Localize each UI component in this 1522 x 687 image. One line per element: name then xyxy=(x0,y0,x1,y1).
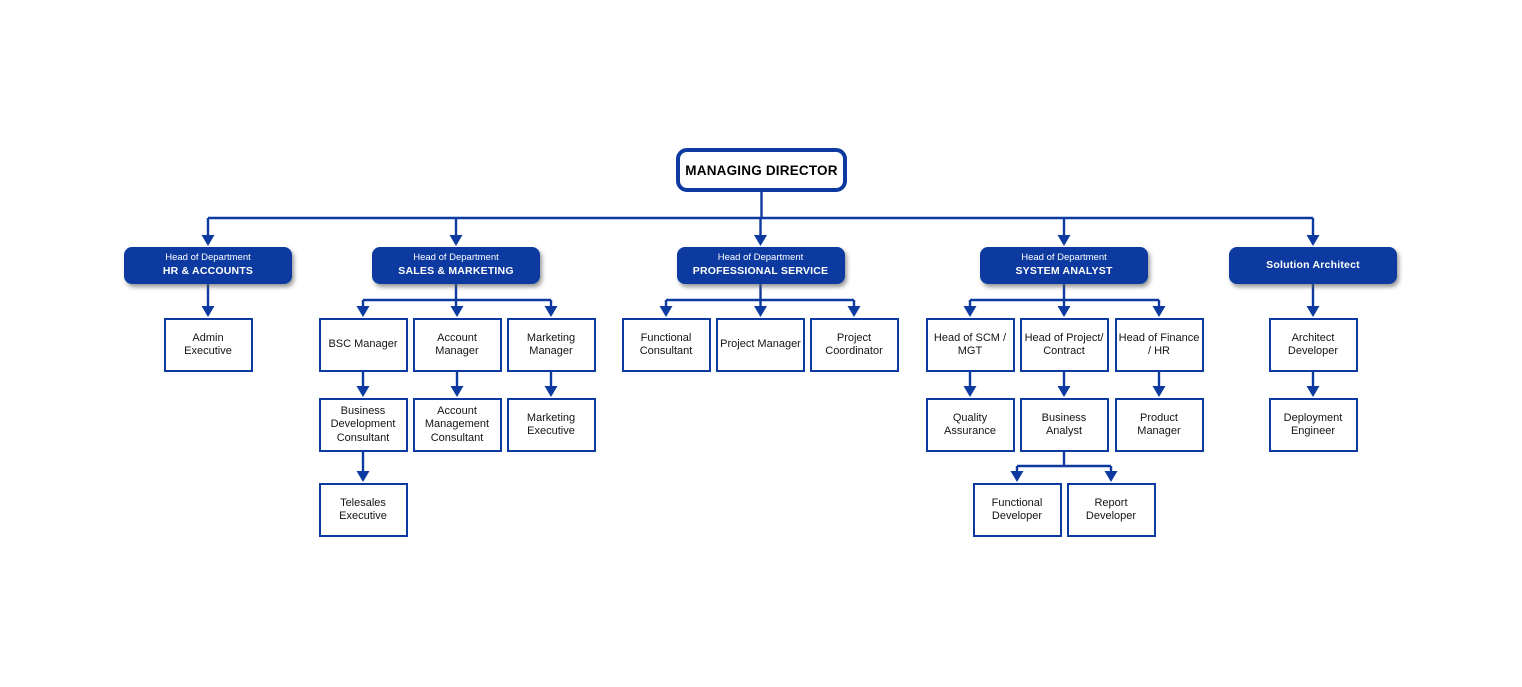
node-quality-assurance: Quality Assurance xyxy=(925,398,1015,452)
dept-title: SALES & MARKETING xyxy=(398,264,514,277)
dept-subtitle: Head of Department xyxy=(717,252,804,264)
node-business-development-consultant: Business Development Consultant xyxy=(318,398,408,452)
node-admin-executive: Admin Executive xyxy=(163,318,253,372)
node-label: Business Analyst xyxy=(1041,411,1087,438)
node-label: Admin Executive xyxy=(184,331,232,358)
dept-subtitle: Head of Department xyxy=(165,252,251,264)
node-head-finance-hr: Head of Finance / HR xyxy=(1114,318,1204,372)
node-label: Head of SCM / MGT xyxy=(933,331,1007,358)
node-managing-director: MANAGING DIRECTOR xyxy=(676,148,847,192)
node-business-analyst: Business Analyst xyxy=(1019,398,1109,452)
node-label: Quality Assurance xyxy=(944,411,996,438)
node-label: Account Manager xyxy=(435,331,479,358)
node-functional-developer: Functional Developer xyxy=(972,483,1062,537)
node-label: Telesales Executive xyxy=(339,496,387,523)
node-label: Project Coordinator xyxy=(825,331,883,358)
node-label: Head of Finance / HR xyxy=(1118,331,1200,358)
node-label: Account Management Consultant xyxy=(424,404,490,444)
node-hod-hr-accounts: Head of Department HR & ACCOUNTS xyxy=(124,247,292,284)
node-marketing-executive: Marketing Executive xyxy=(506,398,596,452)
node-deployment-engineer: Deployment Engineer xyxy=(1268,398,1358,452)
node-label: MANAGING DIRECTOR xyxy=(685,162,838,178)
dept-title: Solution Architect xyxy=(1266,258,1360,271)
node-bsc-manager: BSC Manager xyxy=(318,318,408,372)
node-account-management-consultant: Account Management Consultant xyxy=(412,398,502,452)
node-label: Marketing Manager xyxy=(526,331,576,358)
node-project-coordinator: Project Coordinator xyxy=(809,318,899,372)
node-head-scm-mgt: Head of SCM / MGT xyxy=(925,318,1015,372)
node-label: Functional Developer xyxy=(991,496,1043,523)
node-telesales-executive: Telesales Executive xyxy=(318,483,408,537)
node-hod-system-analyst: Head of Department SYSTEM ANALYST xyxy=(980,247,1148,284)
node-label: BSC Manager xyxy=(328,338,398,351)
node-label: Business Development Consultant xyxy=(330,404,396,444)
node-project-manager: Project Manager xyxy=(716,318,805,372)
node-label: Project Manager xyxy=(720,338,801,351)
node-label: Head of Project/ Contract xyxy=(1024,331,1104,358)
dept-subtitle: Head of Department xyxy=(1021,252,1107,264)
node-label: Product Manager xyxy=(1137,411,1181,438)
node-product-manager: Product Manager xyxy=(1114,398,1204,452)
node-marketing-manager: Marketing Manager xyxy=(506,318,596,372)
node-label: Marketing Executive xyxy=(526,411,576,438)
node-head-project-contract: Head of Project/ Contract xyxy=(1019,318,1109,372)
node-label: Report Developer xyxy=(1085,496,1137,523)
dept-title: HR & ACCOUNTS xyxy=(162,264,254,277)
node-hod-sales-marketing: Head of Department SALES & MARKETING xyxy=(372,247,540,284)
node-hod-professional-service: Head of Department PROFESSIONAL SERVICE xyxy=(676,247,845,284)
dept-title: SYSTEM ANALYST xyxy=(1015,264,1113,277)
node-solution-architect: Solution Architect xyxy=(1229,247,1397,284)
node-label: Deployment Engineer xyxy=(1283,411,1343,438)
node-label: Architect Developer xyxy=(1287,331,1339,358)
node-report-developer: Report Developer xyxy=(1066,483,1156,537)
dept-title: PROFESSIONAL SERVICE xyxy=(692,264,829,277)
node-architect-developer: Architect Developer xyxy=(1268,318,1358,372)
node-label: Functional Consultant xyxy=(639,331,693,358)
dept-subtitle: Head of Department xyxy=(413,252,499,264)
node-account-manager: Account Manager xyxy=(412,318,502,372)
node-functional-consultant: Functional Consultant xyxy=(621,318,711,372)
